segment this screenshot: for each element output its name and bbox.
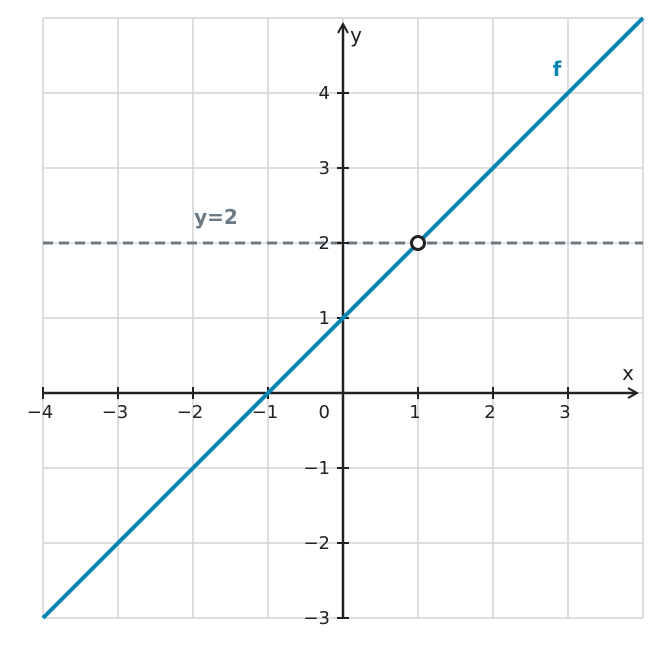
y-tick-label: −1 [303,458,330,479]
x-tick-label: 1 [409,402,420,423]
reference-line-label: y=2 [194,205,238,229]
x-tick-label: −3 [102,402,129,423]
y-tick-label: 1 [319,308,330,329]
y-tick-label: −2 [303,533,330,554]
y-tick-label: 4 [319,83,330,104]
x-axis-label: x [622,361,634,385]
series-label-f: f [553,57,562,81]
axes [42,24,637,619]
open-point [410,235,426,251]
origin-label: 0 [319,402,330,423]
series-group [41,16,645,620]
x-tick-label: −1 [252,402,279,423]
x-tick-label: 2 [484,402,495,423]
y-axis-label: y [350,23,362,47]
x-tick-label: −4 [27,402,54,423]
y-tick-label: 2 [319,233,330,254]
x-tick-label: −2 [177,402,204,423]
y-tick-label: −3 [303,608,330,629]
series-line-f [41,16,645,620]
x-tick-label: 3 [559,402,570,423]
y-tick-label: 3 [319,158,330,179]
labels-group: y=2 −4 −3 −2 −1 1 2 3 −3 −2 −1 1 2 3 4 0 x y f [27,23,634,629]
